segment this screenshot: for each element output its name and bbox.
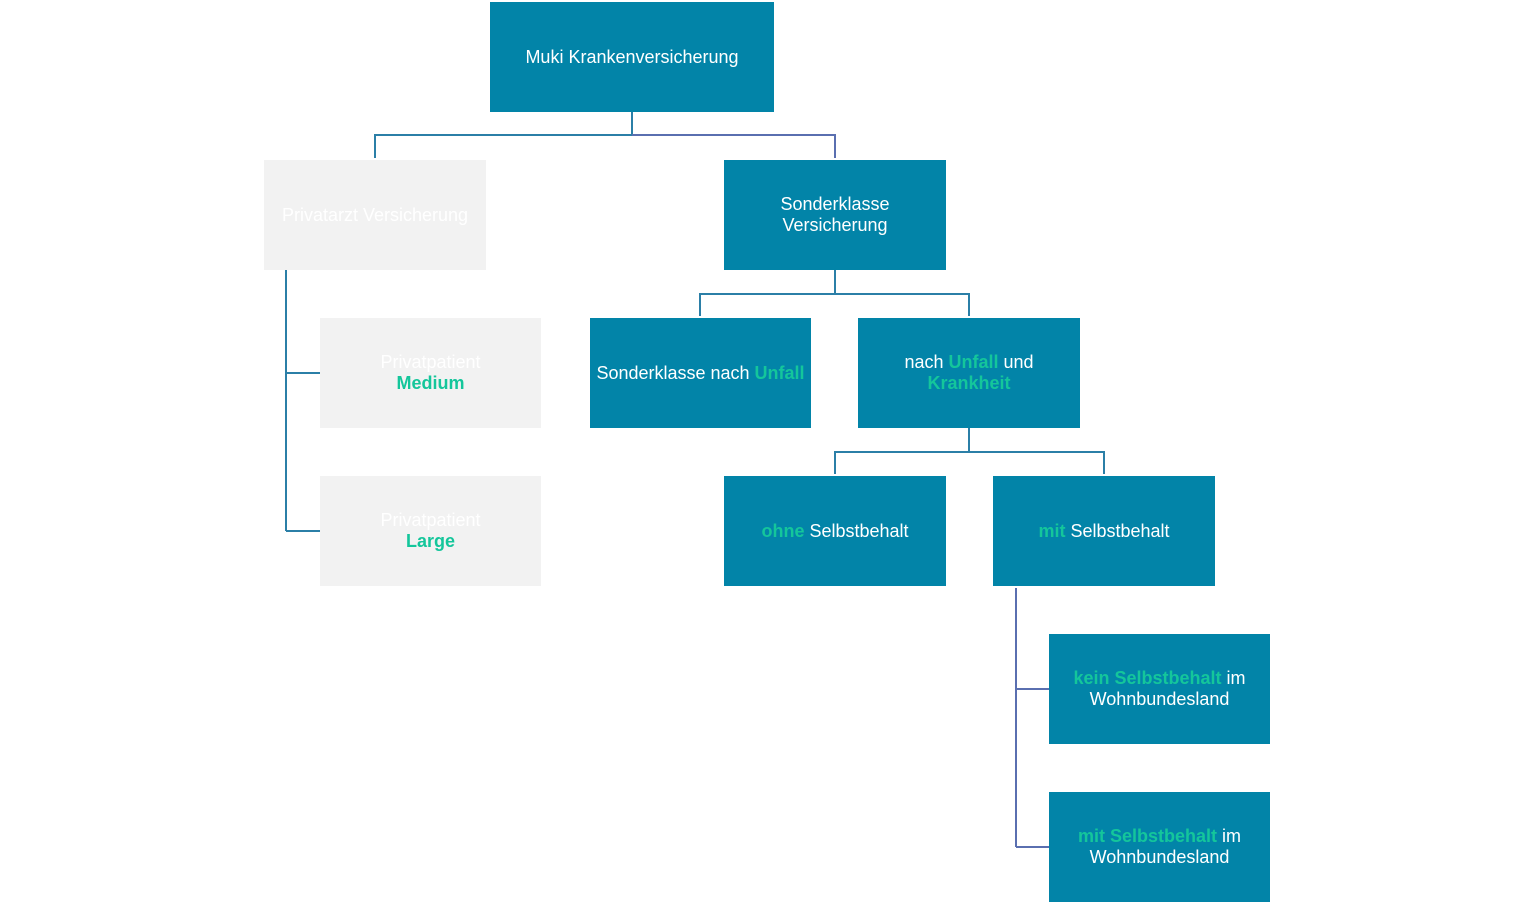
node-sonderklasse-versicherung: Sonderklasse Versicherung (724, 160, 946, 270)
node-highlight: ohne (761, 520, 805, 541)
connector-krankheit-to-mit (969, 451, 1105, 474)
node-sonderklasse-nach-unfall: Sonderklasse nach Unfall (590, 318, 811, 428)
node-kein-selbstbehalt-im-wohnbundesland: kein Selbstbehalt im Wohnbundesland (1049, 634, 1270, 744)
node-mit-selbstbehalt-im-wohnbundesland: mit Selbstbehalt im Wohnbundesland (1049, 792, 1270, 902)
node-highlight: mit (1038, 520, 1066, 541)
node-label-line2: Versicherung (782, 215, 888, 235)
node-highlight: Large (405, 531, 456, 551)
connector-sonderklasse-to-krankheit (835, 293, 970, 316)
connector-krankheit-to-ohne (834, 451, 969, 474)
connector-root-to-privatarzt (374, 134, 632, 158)
node-label-text: im (1221, 668, 1246, 688)
node-highlight2: Krankheit (927, 373, 1011, 393)
node-muki-krankenversicherung: Muki Krankenversicherung (490, 2, 774, 112)
node-label: Muki Krankenversicherung (525, 46, 739, 67)
node-highlight: mit Selbstbehalt (1077, 826, 1218, 846)
node-label-text: im (1217, 826, 1242, 846)
node-label-text: Sonderklasse nach (596, 362, 755, 383)
node-privatpatient-medium: Privatpatient Medium (320, 318, 541, 428)
node-highlight: Unfall (754, 362, 805, 383)
node-label-line2: Wohnbundesland (1089, 847, 1230, 867)
node-privatpatient-large: Privatpatient Large (320, 476, 541, 586)
node-ohne-selbstbehalt: ohne Selbstbehalt (724, 476, 946, 586)
connector-root-to-sonderklasse (632, 134, 836, 158)
node-label-text: Selbstbehalt (804, 520, 909, 541)
node-highlight: Medium (396, 373, 465, 393)
node-label-text1: nach (904, 352, 949, 372)
node-highlight1: Unfall (948, 352, 999, 372)
node-nach-unfall-und-krankheit: nach Unfall und Krankheit (858, 318, 1080, 428)
node-label: Privatarzt Versicherung (281, 204, 469, 225)
node-label-line1: Sonderklasse (780, 194, 890, 214)
node-label-text2: und (998, 352, 1034, 372)
node-label-line1: Privatpatient (380, 352, 481, 372)
node-label-text: Selbstbehalt (1065, 520, 1170, 541)
node-highlight: kein Selbstbehalt (1073, 668, 1222, 688)
node-mit-selbstbehalt: mit Selbstbehalt (993, 476, 1215, 586)
connector-sonderklasse-to-unfall (699, 293, 835, 316)
node-privatarzt-versicherung: Privatarzt Versicherung (264, 160, 486, 270)
node-label-line1: Privatpatient (380, 510, 481, 530)
node-label-line2: Wohnbundesland (1089, 689, 1230, 709)
